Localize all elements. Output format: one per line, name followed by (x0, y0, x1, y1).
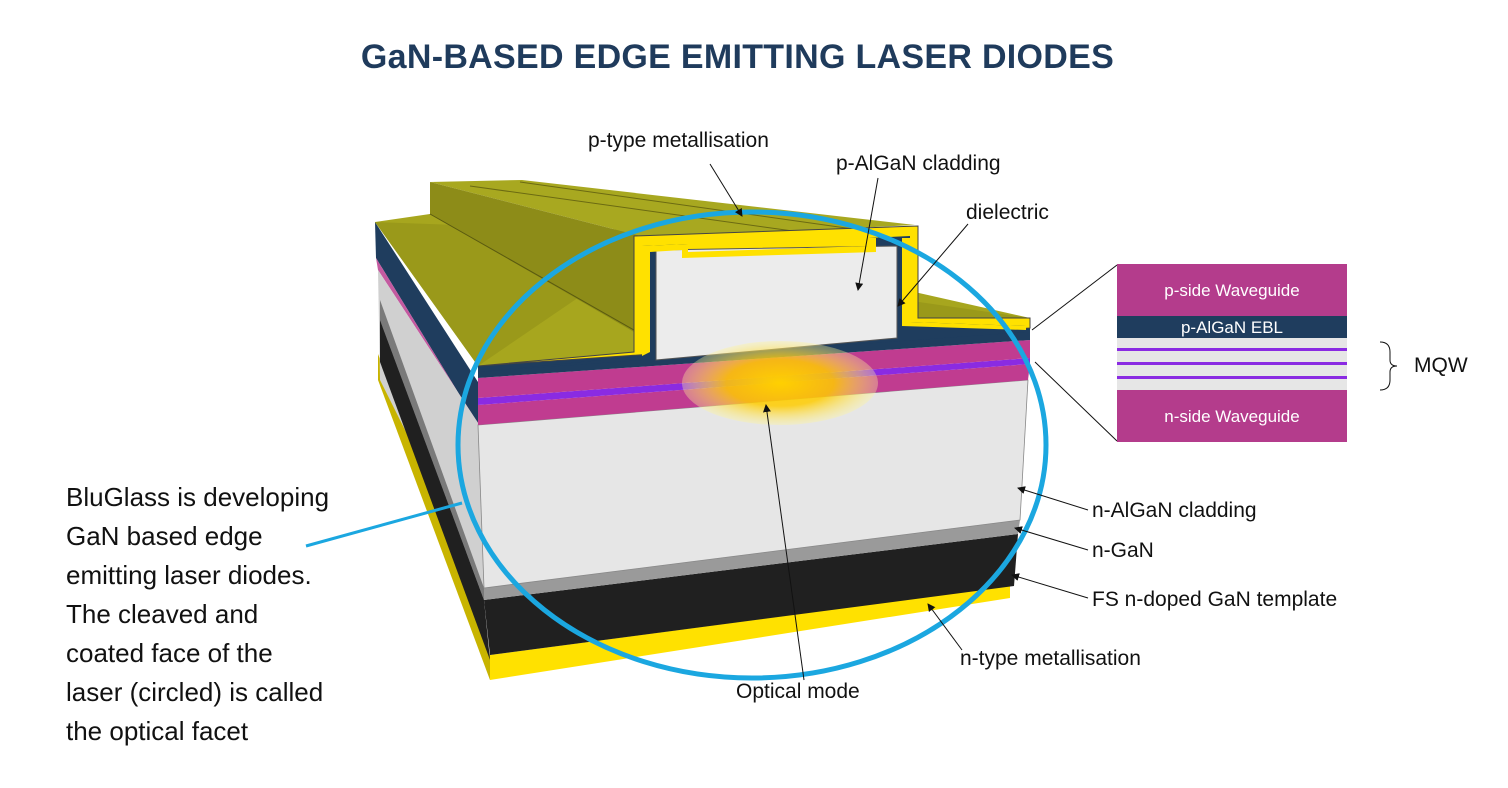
label-n-cladding: n-AlGaN cladding (1092, 499, 1257, 522)
inset-label-mqw: MQW (1414, 354, 1468, 377)
layer-inset: p-side Waveguide p-AlGaN EBL n-side Wave… (1117, 264, 1468, 442)
inset-n-waveguide (1117, 390, 1347, 442)
ridge-structure (477, 225, 1031, 372)
caption-line: coated face of the (66, 638, 273, 668)
inset-label-n-waveguide: n-side Waveguide (1164, 407, 1299, 426)
optical-mode-glow (682, 341, 878, 425)
caption-text: BluGlass is developing GaN based edge em… (66, 478, 386, 751)
inset-p-waveguide (1117, 264, 1347, 316)
caption-line: emitting laser diodes. (66, 560, 312, 590)
caption-pointer-line (305, 501, 463, 548)
facet-highlight-circle (455, 209, 1049, 681)
caption-line: the optical facet (66, 716, 249, 746)
caption-line: GaN based edge (66, 521, 263, 551)
inset-label-ebl: p-AlGaN EBL (1181, 318, 1283, 337)
caption-line: laser (circled) is called (66, 677, 324, 707)
callout-arrows (709, 163, 1118, 681)
chip-side-face (375, 222, 490, 660)
inset-ebl (1117, 316, 1347, 338)
inset-label-p-waveguide: p-side Waveguide (1164, 281, 1299, 300)
mqw-brace (1379, 341, 1398, 391)
caption-line: BluGlass is developing (66, 482, 330, 512)
fs-gan-substrate (484, 534, 1018, 655)
label-dielectric: dielectric (966, 201, 1049, 224)
label-p-cladding: p-AlGaN cladding (836, 152, 1001, 175)
n-gan-layer (484, 520, 1020, 600)
diagram-title: GaN-BASED EDGE EMITTING LASER DIODES (360, 38, 1115, 76)
label-n-metal: n-type metallisation (960, 647, 1141, 670)
label-optical-mode: Optical mode (736, 680, 860, 703)
label-p-metal: p-type metallisation (588, 129, 769, 152)
n-metal-layer (378, 354, 1010, 680)
caption-line: The cleaved and (66, 599, 259, 629)
p-algan-cladding (655, 245, 898, 361)
label-fs-template: FS n-doped GaN template (1092, 588, 1337, 611)
label-n-gan: n-GaN (1092, 539, 1154, 562)
diagram-labels: p-type metallisation p-AlGaN cladding di… (588, 129, 1337, 703)
